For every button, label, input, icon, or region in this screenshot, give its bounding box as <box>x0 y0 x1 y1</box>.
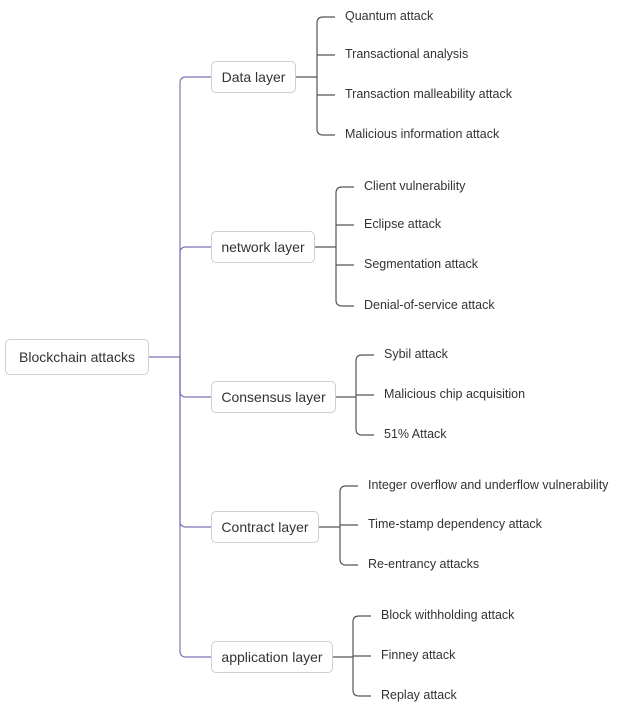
leaf-node: Time-stamp dependency attack <box>368 517 542 531</box>
leaf-connector <box>335 186 354 194</box>
leaf-node: Re-entrancy attacks <box>368 557 480 571</box>
leaf-node: Quantum attack <box>345 9 434 23</box>
leaf-node: Eclipse attack <box>364 217 442 231</box>
leaf-node: Malicious chip acquisition <box>384 387 526 401</box>
layer-node: Contract layer <box>211 511 319 543</box>
leaf-connector <box>316 16 335 24</box>
layer-node: Consensus layer <box>211 381 336 413</box>
leaf-node: Sybil attack <box>384 347 448 361</box>
layer-connector <box>179 76 211 357</box>
root-node: Blockchain attacks <box>5 339 149 375</box>
layer-connector <box>179 357 211 528</box>
leaf-connector <box>335 299 354 307</box>
leaf-connector <box>352 615 371 623</box>
layer-connector <box>179 357 211 658</box>
layer-node: application layer <box>211 641 333 673</box>
layer-node: Data layer <box>211 61 296 93</box>
leaf-connector <box>352 689 371 697</box>
leaf-connector <box>339 558 358 566</box>
leaf-node: Segmentation attack <box>364 257 478 271</box>
leaf-connector <box>355 428 374 436</box>
leaf-node: Replay attack <box>381 688 457 702</box>
layer-connector <box>179 357 211 398</box>
leaf-node: Integer overflow and underflow vulnerabi… <box>368 478 609 492</box>
layer-node: network layer <box>211 231 315 263</box>
leaf-connector <box>316 128 335 136</box>
leaf-node: Finney attack <box>381 648 456 662</box>
leaf-node: Malicious information attack <box>345 127 500 141</box>
leaf-node: Transactional analysis <box>345 47 469 61</box>
leaf-connector <box>339 485 358 493</box>
leaf-node: Denial-of-service attack <box>364 298 495 312</box>
leaf-node: Transaction malleability attack <box>345 87 512 101</box>
leaf-node: 51% Attack <box>384 427 447 441</box>
leaf-node: Block withholding attack <box>381 608 515 622</box>
leaf-node: Client vulnerability <box>364 179 466 193</box>
layer-connector <box>179 246 211 357</box>
leaf-connector <box>355 354 374 362</box>
